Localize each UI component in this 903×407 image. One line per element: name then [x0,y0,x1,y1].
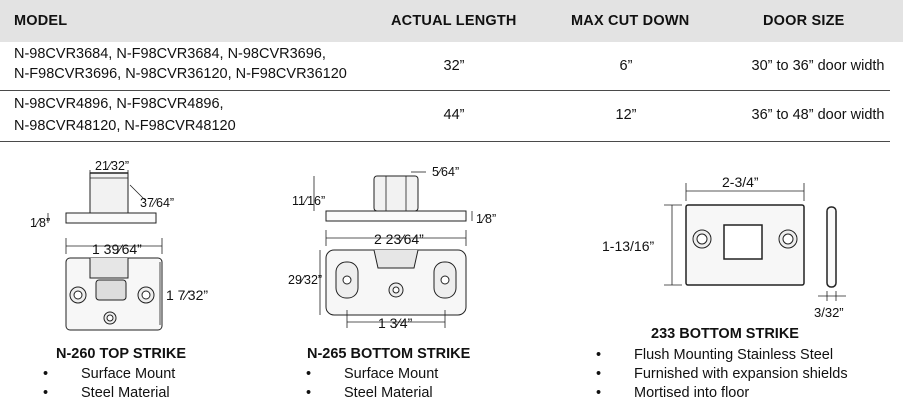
bullet: • [596,385,602,401]
row-divider [0,141,890,142]
n265-features: •Surface Mount •Steel Material [306,365,438,403]
bullet: • [43,385,49,401]
feature-item: •Mortised into floor [596,385,750,401]
actual-length-cell: 44” [443,107,465,123]
model-line: N-98CVR4896, N-F98CVR4896, [14,96,224,112]
strike-side-profile [826,206,837,288]
strike-body [373,175,419,212]
233-features: •Flush Mounting Stainless Steel •Furnish… [596,346,848,403]
233-bottom-strike-drawing: 2-3/4” 1-13/16” 3/32” [602,174,846,320]
model-line: N-98CVR3684, N-F98CVR3684, N-98CVR3696, [14,46,326,62]
table-header: MODEL ACTUAL LENGTH MAX CUT DOWN DOOR SI… [0,0,903,42]
233-title: 233 BOTTOM STRIKE [651,326,799,342]
dim-width: 2-3/4” [722,174,759,190]
bullet: • [43,366,49,382]
model-line: N-98CVR48120, N-F98CVR48120 [14,118,236,134]
dim-flange: 1⁄8” [476,212,496,226]
dim-tab-height: 11⁄16” [292,194,325,208]
strike-opening [95,279,127,301]
n265-title: N-265 BOTTOM STRIKE [307,346,471,362]
strike-tab [89,172,129,214]
header-model: MODEL [14,13,68,29]
actual-length-cell: 32” [443,58,465,74]
row-divider [0,90,890,91]
strike-flange [65,212,157,224]
n260-title: N-260 TOP STRIKE [56,346,187,362]
door-size-cell: 30” to 36” door width [751,58,885,74]
dim-top-width: 21⁄32” [95,159,129,173]
door-size-cell: 36” to 48” door width [751,107,885,123]
feature-item: •Flush Mounting Stainless Steel [596,347,834,363]
dim-tab-height: 37⁄64” [140,196,174,210]
feature-item: •Surface Mount [43,366,176,382]
n265-bottom-strike-drawing: 5⁄64” 11⁄16” 1⁄8” 2 23⁄64” 29⁄32” 1 3⁄4” [288,165,496,331]
bullet: • [596,347,602,363]
strike-opening [723,224,763,260]
dim-top-width: 5⁄64” [432,165,459,179]
dim-height: 1 7⁄32” [166,287,208,303]
dim-height: 29⁄32” [288,273,322,287]
dim-height: 1-13/16” [602,238,654,254]
bullet: • [306,385,312,401]
bullet: • [306,366,312,382]
max-cut-cell: 6” [619,58,633,74]
dim-flange: 1⁄8” [30,216,50,230]
dim-width: 1 39⁄64” [92,241,142,257]
dim-thickness: 3/32” [814,305,844,320]
model-line: N-F98CVR3696, N-98CVR36120, N-F98CVR3612… [14,66,347,82]
n260-top-strike-drawing: 21⁄32” 37⁄64” 1⁄8” 1 39⁄64” 1 7⁄32” [30,159,208,331]
feature-item: •Surface Mount [306,366,439,382]
feature-item: •Steel Material [43,385,170,401]
max-cut-cell: 12” [615,107,637,123]
bullet: • [596,366,602,382]
strike-flange [325,210,467,222]
table-row: N-98CVR4896, N-F98CVR4896, N-98CVR48120,… [0,92,903,140]
header-actual-length: ACTUAL LENGTH [391,13,517,29]
header-max-cut-down: MAX CUT DOWN [571,13,690,29]
n260-features: •Surface Mount •Steel Material [43,365,175,403]
feature-item: •Steel Material [306,385,433,401]
dim-hole-spacing: 1 3⁄4” [378,315,413,331]
dim-width: 2 23⁄64” [374,231,424,247]
table-row: N-98CVR3684, N-F98CVR3684, N-98CVR3696, … [0,42,903,90]
feature-item: •Furnished with expansion shields [596,366,848,382]
header-door-size: DOOR SIZE [763,13,845,29]
